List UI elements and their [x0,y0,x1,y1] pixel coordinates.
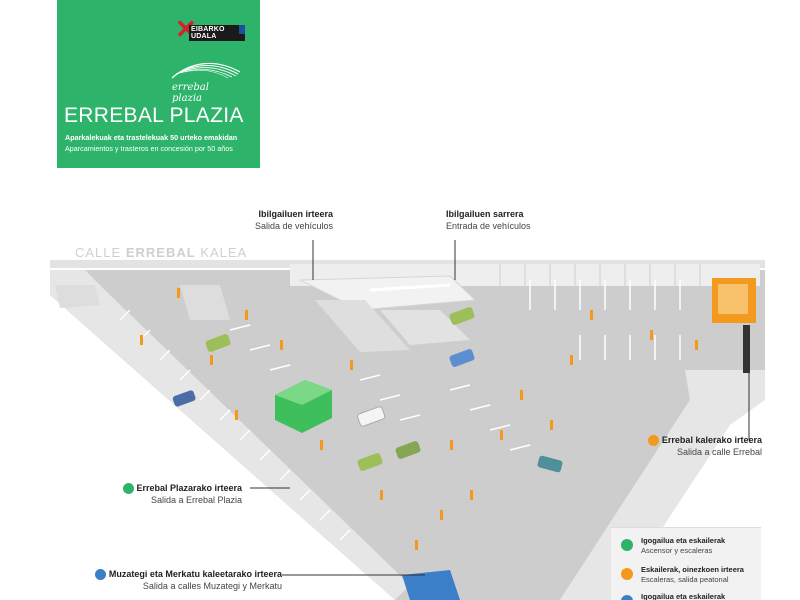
plazia-swoosh-icon [171,62,241,79]
eibarko-udala-logo: ✕ EIBARKO UDALA [175,16,245,44]
vehicle-entry-label-es: Entrada de vehículos [446,221,531,231]
street-label-prefix: CALLE [75,245,121,260]
subtitle-spanish: Aparcamientos y trasteros en concesión p… [65,144,233,153]
legend-green-label-eu: Igogailua eta eskailerak [641,536,726,545]
legend-orange-dot-icon [621,568,633,580]
legend-item-green: Igogailua eta eskailerak Ascensor y esca… [641,536,725,556]
plaza-exit-label-eu: Errebal Plazarako irteera [136,483,242,493]
legend-item-blue: Igogailua eta eskailerak [641,592,725,600]
legend-blue-label-eu: Igogailua eta eskailerak [641,592,726,600]
vehicle-exit-label-eu: Ibilgailuen irteera [258,209,333,219]
vehicle-entry-callout: Ibilgailuen sarrera Entrada de vehículos [446,208,606,232]
legend-orange-label-eu: Eskailerak, oinezkoen irteera [641,565,744,574]
orange-marker-icon [648,435,660,447]
errebal-street-exit-callout: Errebal kalerako irteera Salida a calle … [600,434,762,458]
errebal-plazia-logo: errebal plazia [170,52,242,104]
errebal-street-exit-label-eu: Errebal kalerako irteera [661,435,762,445]
errebal-street-exit-label-es: Salida a calle Errebal [676,447,762,458]
muzategi-exit-callout: Muzategi eta Merkatu kaleetarako irteera… [60,568,282,592]
legend-item-orange: Eskailerak, oinezkoen irteera Escaleras,… [641,565,744,585]
street-label-suffix: KALEA [200,245,247,260]
green-marker-icon [122,483,134,495]
legend-blue-dot-icon [621,595,633,600]
legend-box: Igogailua eta eskailerak Ascensor y esca… [611,527,761,600]
legend-green-dot-icon [621,539,633,551]
logo-square-icon [239,25,245,34]
parking-floor-map: CALLE ERREBAL KALEA [50,240,765,600]
subtitle-basque: Aparkalekuak eta trastelekuak 50 urteko … [65,133,238,142]
street-label: CALLE ERREBAL KALEA [75,245,247,260]
plaza-exit-callout: Errebal Plazarako irteera Salida a Erreb… [70,482,242,506]
blue-marker-icon [95,569,107,581]
header-card: ✕ EIBARKO UDALA errebal plazia ERREBAL P… [57,0,260,168]
vehicle-exit-label-es: Salida de vehículos [254,221,333,231]
muzategi-exit-label-es: Salida a calles Muzategi y Merkatu [142,581,282,592]
udala-logo-text: EIBARKO UDALA [189,25,245,41]
plazia-logo-text: errebal plazia [172,82,209,104]
vehicle-entry-label-eu: Ibilgailuen sarrera [446,209,524,219]
street-label-bold: ERREBAL [126,245,196,260]
vehicle-exit-callout: Ibilgailuen irteera Salida de vehículos [170,208,333,232]
page-title: ERREBAL PLAZIA [64,104,244,127]
legend-green-label-es: Ascensor y escaleras [641,546,713,555]
plaza-exit-label-es: Salida a Errebal Plazia [150,495,242,506]
muzategi-exit-label-eu: Muzategi eta Merkatu kaleetarako irteera [108,569,282,579]
legend-orange-label-es: Escaleras, salida peatonal [641,575,729,584]
